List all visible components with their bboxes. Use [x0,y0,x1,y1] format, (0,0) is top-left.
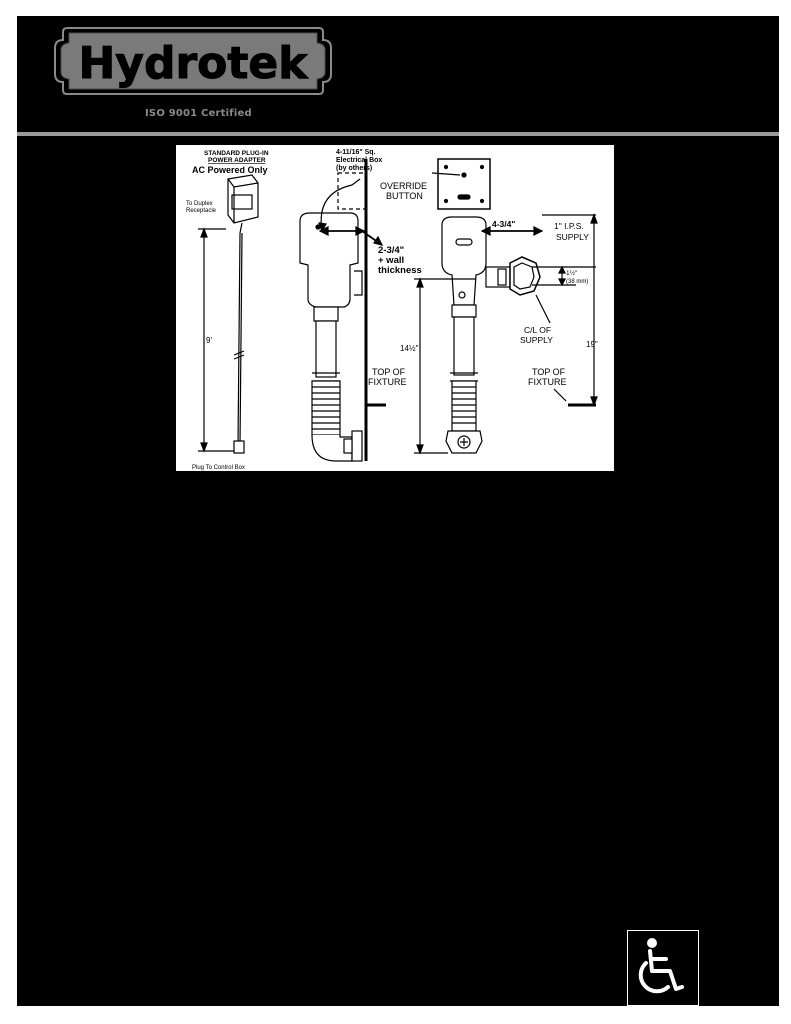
duplex-label-1: To Duplex [186,201,213,207]
ac-powered-label: AC Powered Only [192,165,268,175]
override-label-1: OVERRIDE [380,181,427,191]
adapter-subtitle: POWER ADAPTER [208,157,266,164]
plug-to-box-label: Plug To Control Box [192,465,245,471]
cl-supply-label-1: C/L OF [524,325,551,335]
top-fixture-left-2: FIXTURE [368,377,407,387]
adapter-title: STANDARD PLUG-IN [204,150,269,157]
wall-dim-label-3: thickness [378,265,422,276]
total-dim-label: 19" [586,340,598,349]
installation-diagram: STANDARD PLUG-IN POWER ADAPTER AC Powere… [176,145,614,471]
side-view-drawing [299,159,386,462]
override-label-2: BUTTON [386,191,423,201]
wall-dim-label-1: 2-3/4" [378,245,404,256]
top-fixture-right-1: TOP OF [532,367,566,377]
hydrotek-logo: Hydrotek [53,26,333,96]
spec-sheet: Hydrotek ISO 9001 Certified [17,16,779,1006]
offset-label-2: (38 mm) [566,279,588,285]
top-fixture-right-2: FIXTURE [528,377,567,387]
height-dim-label: 14½" [400,344,419,353]
top-fixture-left-1: TOP OF [372,367,406,377]
elec-box-label-1: 4-11/16" Sq. [336,149,376,156]
cord-length-label: 9' [206,336,212,345]
iso-certification: ISO 9001 Certified [145,108,252,119]
offset-label-1: 1½" [566,269,578,277]
header-divider [17,132,779,136]
logo-text: Hydrotek [78,38,309,89]
depth-dim-label: 4-3/4" [492,219,515,229]
power-adapter-drawing [198,174,259,454]
cl-supply-label-2: SUPPLY [520,335,553,345]
supply-label-1: 1" I.P.S. [554,221,584,231]
wheelchair-icon [627,930,699,1006]
front-view-drawing [414,158,598,455]
elec-box-label-3: (by others) [336,165,372,172]
elec-box-label-2: Electrical Box [336,157,382,164]
wall-dim-label-2: + wall [378,255,404,266]
duplex-label-2: Receptacle [186,208,217,214]
supply-label-2: SUPPLY [556,232,589,242]
